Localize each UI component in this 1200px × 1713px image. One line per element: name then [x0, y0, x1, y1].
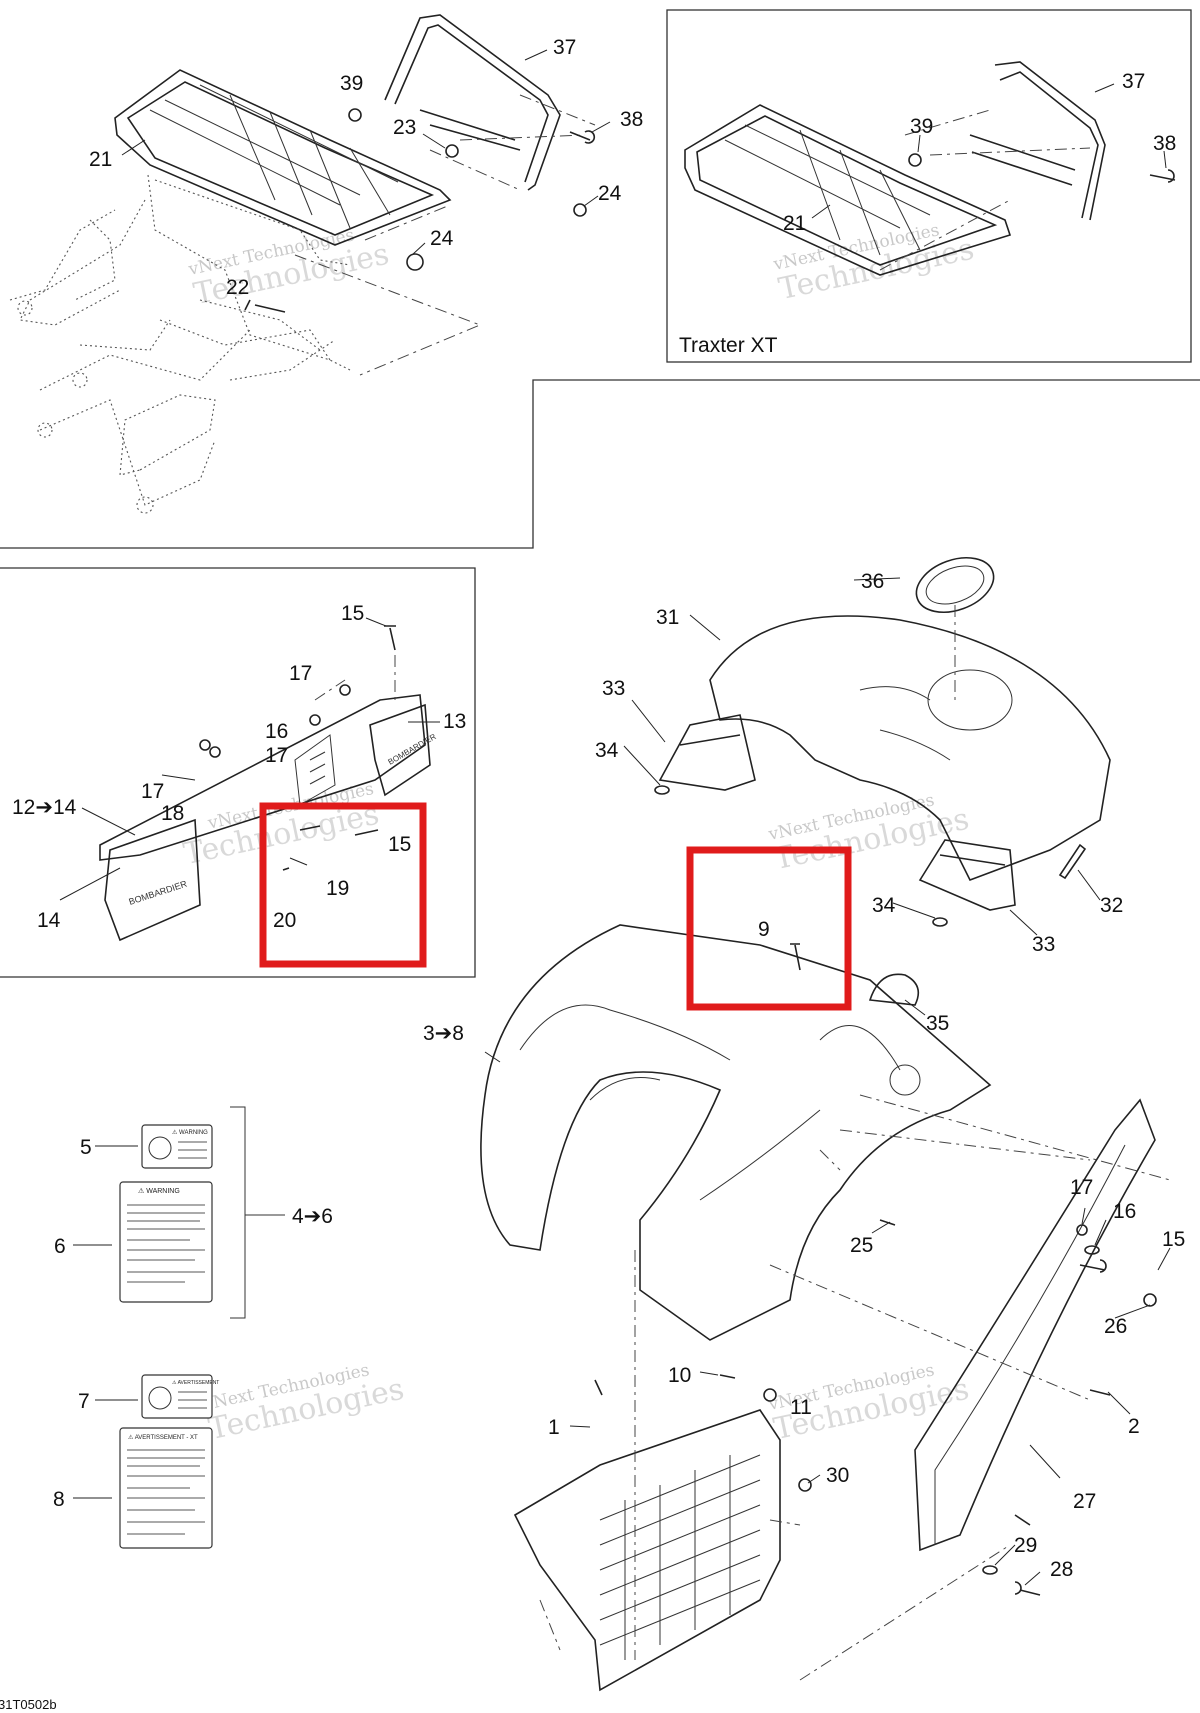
watermarks: vNext Technologies Technologies vNext Te… — [181, 220, 977, 1447]
rear-cover — [709, 615, 1111, 882]
callout: 24 — [598, 182, 622, 205]
callout: 15 — [388, 833, 411, 856]
callout: 20 — [273, 909, 296, 932]
callout: 26 — [1104, 1315, 1127, 1338]
inset-caption: Traxter XT — [679, 334, 778, 357]
side-panel — [914, 1098, 1156, 1552]
bumper-panel-frame — [0, 567, 476, 978]
vehicle-frame — [19, 174, 351, 476]
callout: 29 — [1014, 1534, 1037, 1557]
rear-body-assembly — [480, 557, 1171, 1692]
mud-flap-left — [104, 818, 201, 942]
callout: 22 — [226, 276, 249, 299]
callout: 17 — [1070, 1176, 1093, 1199]
callout: 17 — [289, 662, 312, 685]
rear-fender — [480, 924, 992, 1341]
callout: 18 — [161, 802, 184, 825]
callout: 36 — [861, 570, 884, 593]
callout: 10 — [668, 1364, 691, 1387]
rear-rack — [114, 69, 452, 246]
highlight-box-screw-9 — [686, 846, 852, 1011]
callout: 13 — [443, 710, 466, 733]
callout-leaders — [59, 49, 1171, 1586]
mud-flap-right — [369, 703, 431, 797]
callout: 2 — [1128, 1415, 1140, 1438]
callout: 9 — [758, 918, 770, 941]
decal-heading: ⚠ WARNING — [172, 1129, 208, 1136]
knob — [868, 973, 920, 1006]
callout: 27 — [1073, 1490, 1096, 1513]
traxter-xt-inset — [684, 61, 1176, 276]
callout: 34 — [872, 894, 896, 917]
decal-set: ⚠ WARNING ⚠ WARNING ⚠ AVERTISSEMENT ⚠ AV… — [119, 1124, 219, 1549]
warning-decal-small — [141, 1124, 213, 1169]
traxter-xt-inset-frame — [666, 9, 1192, 363]
emblem-text: BOMBARDIER — [128, 879, 189, 907]
callout: 7 — [78, 1390, 90, 1413]
callout: 21 — [89, 148, 112, 171]
decal-heading: ⚠ AVERTISSEMENT - XT — [128, 1434, 198, 1441]
callout: 16 — [265, 720, 288, 743]
callout: 11 — [790, 1396, 812, 1419]
callout: 21 — [783, 212, 806, 235]
callout-labels: 37 39 38 23 21 24 24 22 37 38 39 21 15 1… — [12, 36, 1185, 1581]
rear-rack-assembly — [9, 14, 596, 514]
figure-code: 31T0502b — [0, 1697, 57, 1712]
warning-decal-large — [119, 1181, 213, 1303]
callout: 1 — [548, 1416, 560, 1439]
panel-frames — [0, 9, 1200, 1319]
front-bumper — [99, 694, 426, 861]
callout: 31 — [656, 606, 679, 629]
callout: 39 — [910, 115, 933, 138]
callout: 15 — [341, 602, 364, 625]
callout: 14 — [37, 909, 61, 932]
callout: 32 — [1100, 894, 1123, 917]
callout: 17 — [265, 744, 288, 767]
vent-bracket-front — [658, 714, 756, 791]
callout: 24 — [430, 227, 454, 250]
callout: 19 — [326, 877, 349, 900]
callout: 17 — [141, 780, 164, 803]
callout: 5 — [80, 1136, 92, 1159]
rear-rack-xt — [684, 104, 1012, 276]
callout: 25 — [850, 1234, 873, 1257]
rear-handle — [384, 14, 561, 191]
caution-decal-small — [141, 1374, 213, 1419]
rear-handle-xt — [969, 61, 1106, 221]
cap-ring — [915, 557, 995, 613]
callout: 12➔14 — [12, 796, 77, 819]
callout: 34 — [595, 739, 619, 762]
callout: 23 — [393, 116, 416, 139]
callout: 30 — [826, 1464, 849, 1487]
callout: 38 — [620, 108, 643, 131]
callout: 8 — [53, 1488, 65, 1511]
callout: 35 — [926, 1012, 949, 1035]
callout: 4➔6 — [292, 1205, 333, 1228]
callout: 28 — [1050, 1558, 1073, 1581]
callout: 33 — [602, 677, 625, 700]
floorboard — [513, 1409, 781, 1692]
callout: 33 — [1032, 933, 1055, 956]
callout: 37 — [553, 36, 576, 59]
decal-heading: ⚠ WARNING — [138, 1187, 180, 1195]
decal-heading: ⚠ AVERTISSEMENT — [172, 1380, 219, 1386]
decal-bracket — [230, 1106, 246, 1319]
top-left-frame — [0, 379, 1200, 549]
callout: 16 — [1113, 1200, 1136, 1223]
callout: 15 — [1162, 1228, 1185, 1251]
callout: 37 — [1122, 70, 1145, 93]
callout: 6 — [54, 1235, 66, 1258]
callout: 38 — [1153, 132, 1176, 155]
highlight-box-fasteners-19-20 — [259, 802, 427, 968]
vent-bracket-rear — [918, 839, 1016, 911]
callout: 39 — [340, 72, 363, 95]
callout: 3➔8 — [423, 1022, 464, 1045]
